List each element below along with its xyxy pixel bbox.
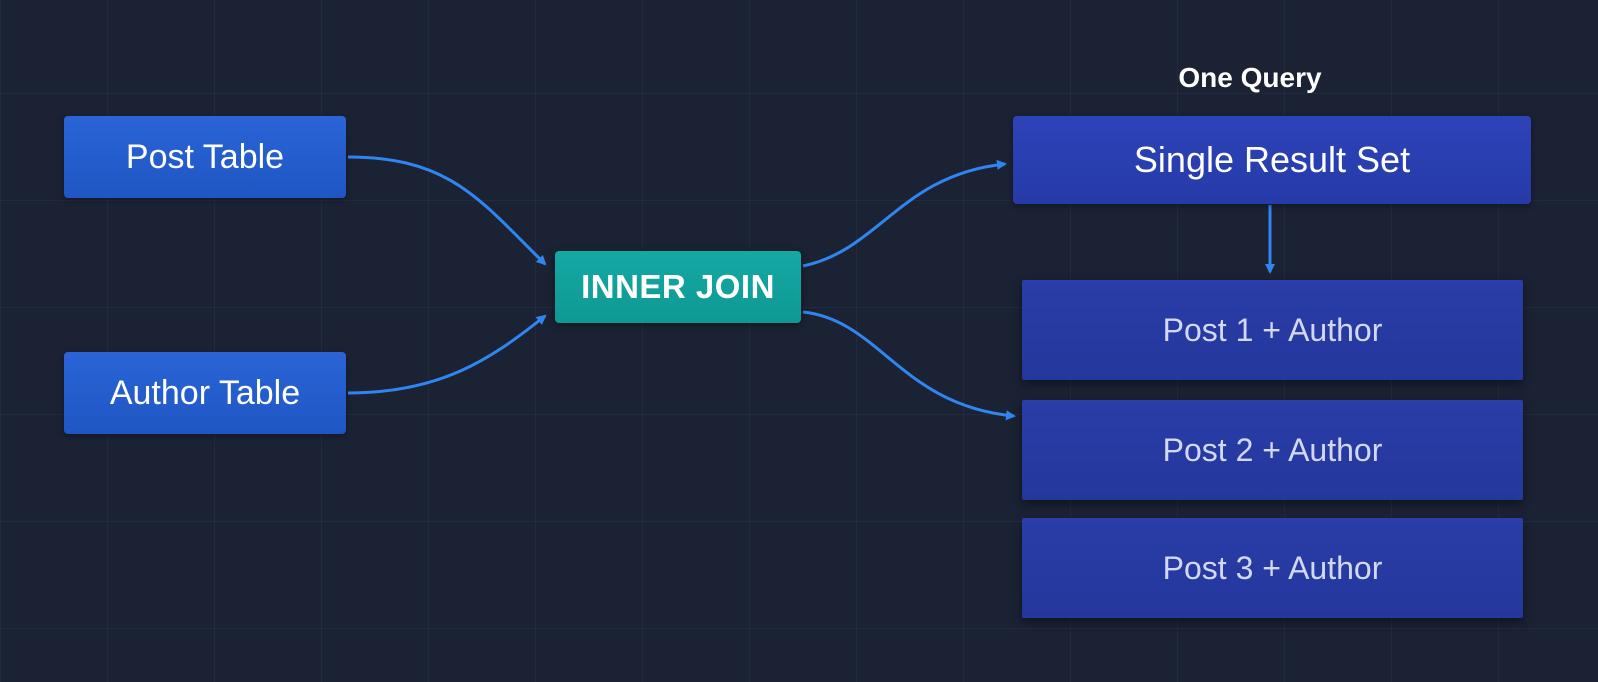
result-row-2: Post 2 + Author — [1022, 400, 1523, 500]
single-result-set-label: Single Result Set — [1133, 139, 1411, 180]
inner-join-box: INNER JOIN — [555, 251, 801, 323]
result-row-1: Post 1 + Author — [1022, 280, 1523, 380]
arrow-author-to-join — [347, 314, 547, 395]
single-result-set-box: Single Result Set — [1013, 116, 1531, 204]
result-row-label: Post 1 + Author — [1162, 311, 1383, 348]
arrow-join-to-result — [802, 159, 1007, 268]
arrow-post-to-join — [347, 155, 547, 266]
inner-join-label: INNER JOIN — [581, 268, 775, 305]
author-table-box: Author Table — [64, 352, 346, 434]
result-row-3: Post 3 + Author — [1022, 518, 1523, 618]
author-table-label: Author Table — [109, 373, 301, 412]
post-table-label: Post Table — [125, 137, 285, 176]
result-row-label: Post 2 + Author — [1162, 431, 1383, 468]
one-query-caption: One Query — [1178, 62, 1322, 93]
post-table-box: Post Table — [64, 116, 346, 198]
arrow-join-to-rows — [802, 310, 1016, 421]
result-row-label: Post 3 + Author — [1162, 549, 1383, 586]
